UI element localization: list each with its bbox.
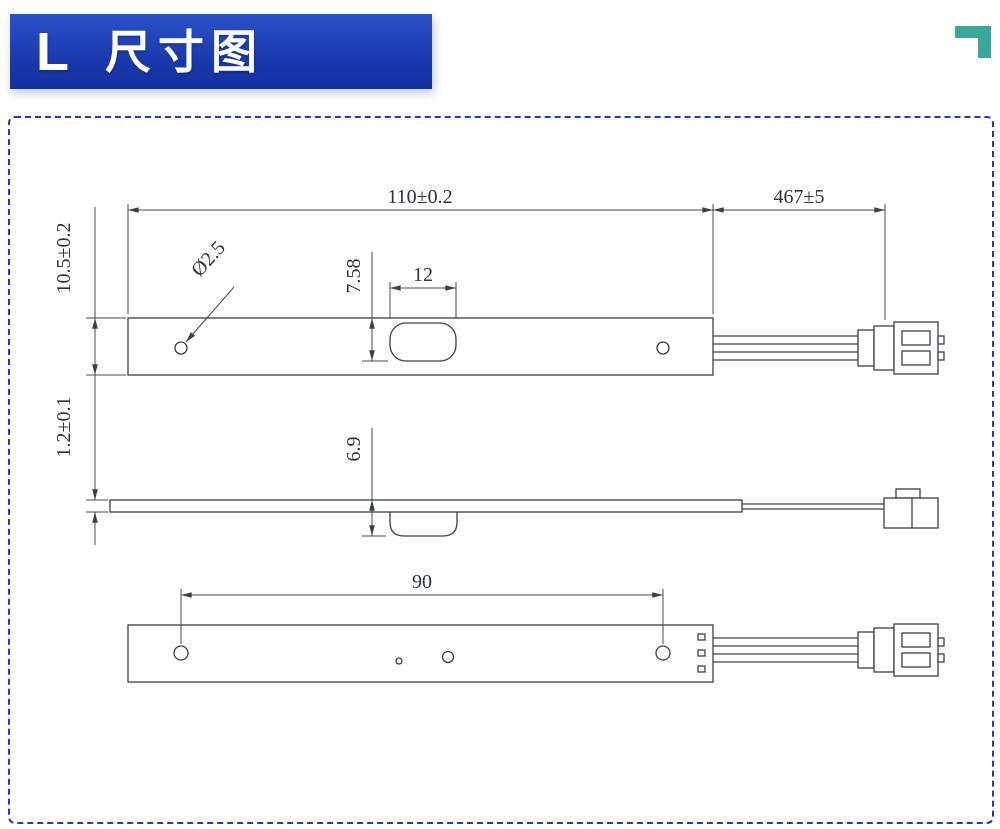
top-view-wires bbox=[713, 335, 858, 361]
corner-bracket-icon bbox=[955, 26, 991, 58]
side-view-cable bbox=[742, 503, 884, 510]
dim-component-width-lines bbox=[389, 282, 457, 319]
section-header-banner: L 尺寸图 bbox=[10, 14, 432, 89]
top-view-hole-right bbox=[656, 341, 670, 355]
bottom-view-hole-mid bbox=[441, 650, 455, 664]
page-title: 尺寸图 bbox=[105, 25, 264, 78]
dim-left-vertical-lines bbox=[86, 207, 126, 545]
bottom-view-hole-right bbox=[655, 645, 671, 661]
bottom-view-board bbox=[127, 624, 714, 683]
side-view-protrusion bbox=[389, 512, 458, 537]
dim-cable-length: 467±5 bbox=[774, 186, 825, 208]
side-view-connector bbox=[883, 488, 939, 529]
bottom-view-wires bbox=[713, 637, 858, 663]
bottom-view-hole-small bbox=[395, 657, 403, 665]
dim-component-width: 12 bbox=[413, 264, 433, 286]
dim-cable-length-lines bbox=[713, 204, 886, 320]
top-view bbox=[127, 317, 945, 376]
top-view-component bbox=[389, 322, 457, 362]
dim-hole-spacing: 90 bbox=[412, 571, 432, 593]
dim-hole-diameter: Ø2.5 bbox=[187, 237, 230, 281]
dim-hole-leader-line bbox=[185, 286, 235, 343]
dim-protrusion-lines bbox=[362, 428, 386, 537]
top-view-hole-left bbox=[174, 341, 188, 355]
dim-top-length: 110±0.2 bbox=[387, 186, 452, 208]
dimension-texts: 110±0.2 467±5 10.5±0.2 Ø2.5 7.58 12 1.2±… bbox=[53, 186, 824, 593]
dim-protrusion-height: 6.9 bbox=[343, 437, 365, 462]
top-view-board bbox=[127, 317, 714, 376]
bottom-view-hole-left bbox=[173, 645, 189, 661]
dimension-annotations bbox=[86, 204, 886, 644]
dim-board-width: 10.5±0.2 bbox=[53, 223, 75, 294]
side-view-strip bbox=[109, 499, 743, 513]
side-view bbox=[109, 488, 939, 537]
drawing-frame bbox=[8, 116, 994, 824]
top-view-connector bbox=[857, 321, 945, 375]
dim-top-length-lines bbox=[127, 204, 714, 314]
dim-component-offset-lines bbox=[362, 252, 388, 362]
dim-board-thickness: 1.2±0.1 bbox=[53, 397, 75, 458]
corner-bracket-shape bbox=[955, 26, 991, 58]
bottom-view bbox=[127, 623, 945, 683]
bottom-view-pads bbox=[697, 633, 706, 673]
header-letter: L bbox=[36, 21, 69, 82]
dim-component-offset: 7.58 bbox=[343, 259, 365, 294]
bottom-view-connector bbox=[857, 623, 945, 677]
dim-hole-spacing-lines bbox=[180, 589, 664, 644]
